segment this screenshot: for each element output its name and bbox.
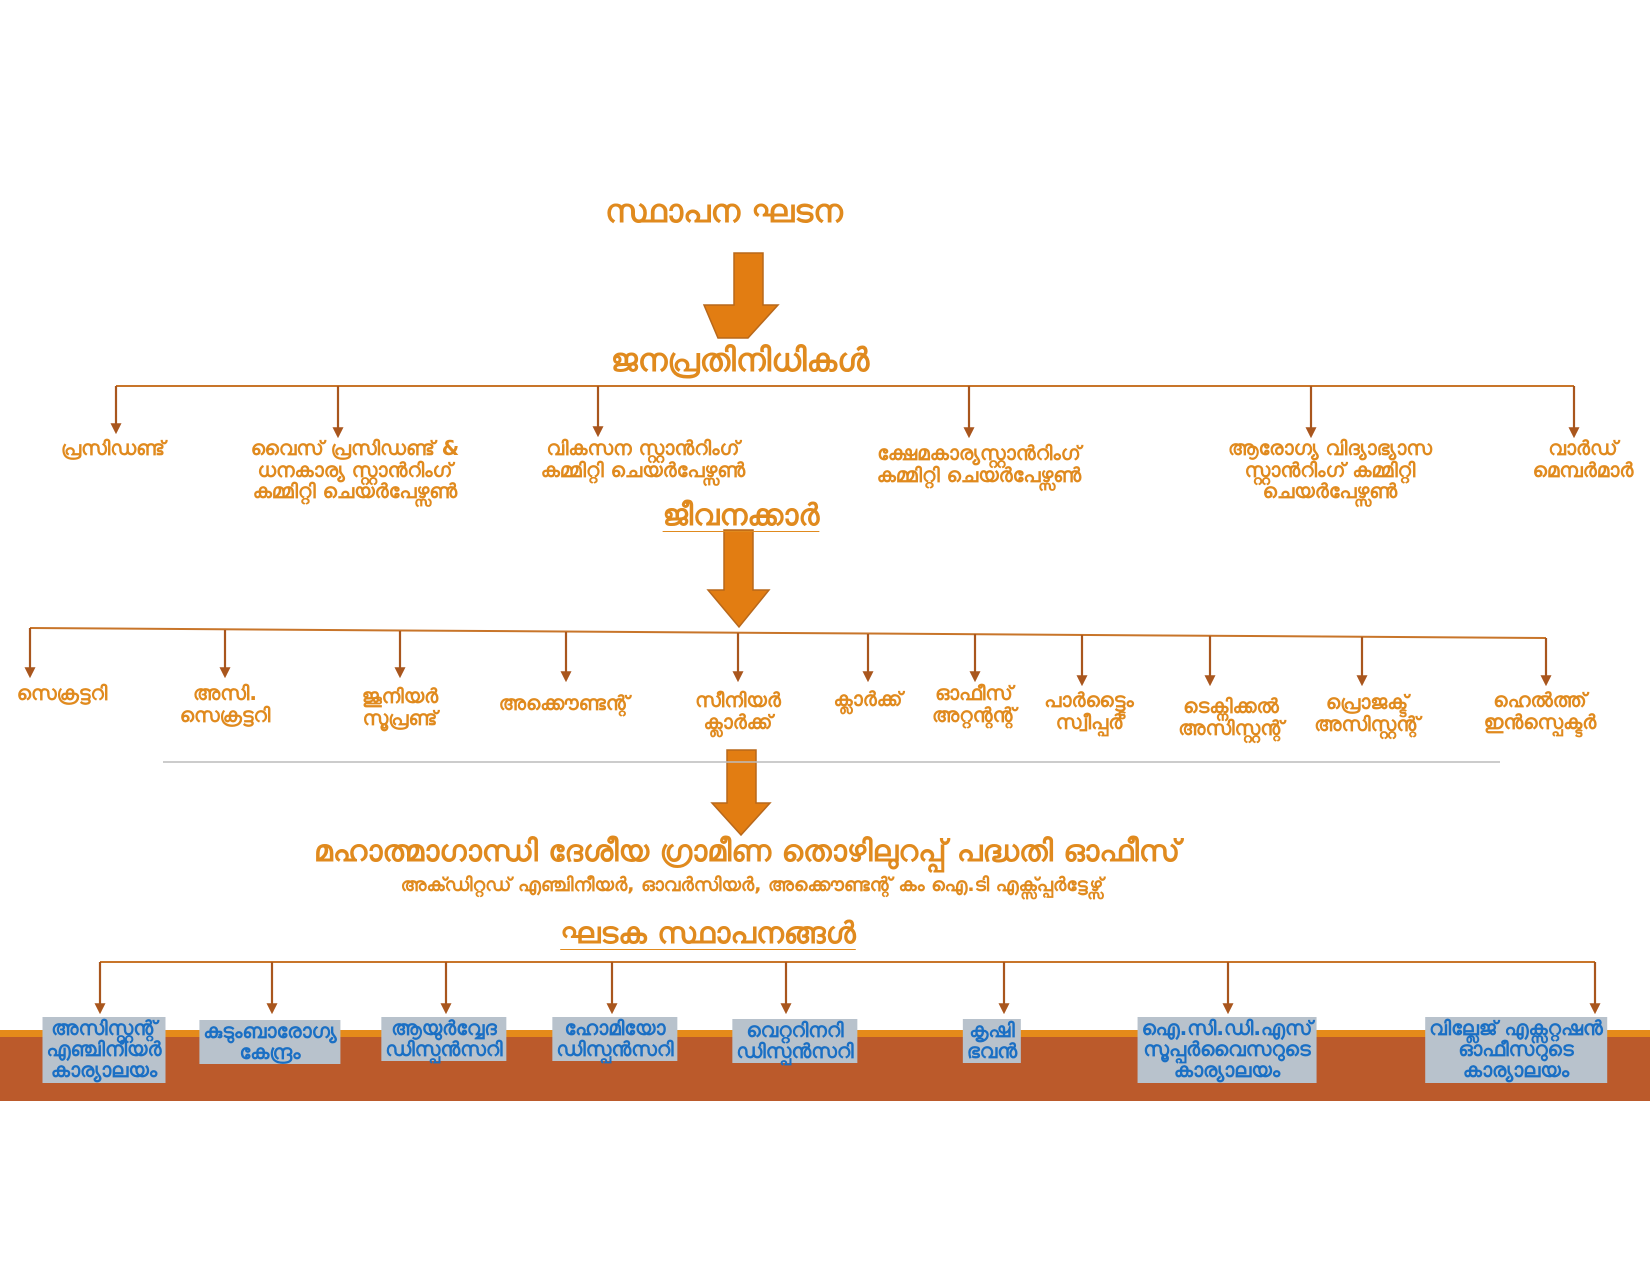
inst-krishi-bhavan: കൃഷി ഭവൻ [962, 1019, 1022, 1064]
staff-connectors [24, 628, 1552, 687]
staff-health-inspector: ഹെൽത്ത് ഇൻസ്പെക്ടർ [1483, 688, 1597, 734]
staff-senior-clerk: സീനിയർ ക്ലാർക്ക് [695, 688, 781, 734]
inst-connectors [94, 962, 1601, 1015]
staff-bus-line [29, 627, 1547, 639]
inst-veterinary-dispensary: വെറ്ററിനറി ഡിസ്പൻസറി [732, 1019, 858, 1064]
rep-president: പ്രസിഡണ്ട് [60, 436, 166, 460]
rep-development-chair: വികസന സ്റ്റാൻറിംഗ് കമ്മിറ്റി ചെയർപേഴ്സൺ [540, 436, 746, 482]
big-arrow-1 [702, 252, 780, 339]
inst-assistant-engineer-office: അസിസ്റ്റന്റ് എഞ്ചിനീയർ കാര്യാലയം [42, 1017, 166, 1083]
staff-technical-assistant: ടെക്നിക്കൽ അസിസ്റ്റന്റ് [1178, 694, 1284, 740]
page-title: സ്ഥാപന ഘടന [605, 192, 843, 230]
inst-ayurveda-dispensary: ആയുർവ്വേദ ഡിസ്പൻസറി [381, 1017, 507, 1062]
reps-connectors [110, 386, 1580, 439]
big-arrow-3 [710, 749, 772, 837]
staff-accountant: അക്കൌണ്ടന്റ് [498, 691, 630, 715]
big-arrow-2 [706, 529, 771, 629]
inst-village-extension-officer-office: വില്ലേജ് എക്സറ്റഷൻ ഓഫീസറുടെ കാര്യാലയം [1425, 1017, 1607, 1083]
representatives-heading: ജനപ്രതിനിധികൾ [610, 341, 870, 379]
staff-office-attendant: ഓഫീസ് അറ്റന്റന്റ് [932, 681, 1016, 727]
institutions-heading: ഘടക സ്ഥാപനങ്ങൾ [560, 916, 856, 951]
staff-heading: ജീവനക്കാർ [662, 498, 820, 533]
inst-homeo-dispensary: ഹോമിയോ ഡിസ്പൻസറി [552, 1017, 678, 1062]
rep-health-education-chair: ആരോഗ്യ വിദ്യാഭ്യാസ സ്റ്റാൻറിംഗ് കമ്മിറ്റ… [1228, 436, 1432, 504]
inst-family-health-centre: കുടുംബാരോഗ്യ കേന്ദ്രം [199, 1020, 341, 1065]
staff-junior-superintendent: ജൂനിയർ സൂപ്രണ്ട് [361, 684, 439, 730]
mgnrega-subheading: അക്ഡിറ്റഡ് എഞ്ചിനീയർ, ഓവർസിയർ, അക്കൌണ്ടന… [400, 874, 1104, 896]
rep-welfare-chair: ക്ഷേമകാര്യസ്റ്റാൻറിംഗ് കമ്മിറ്റി ചെയർപേഴ… [876, 441, 1082, 487]
staff-part-time-sweeper: പാർട്ട്ടൈം സ്വീപ്പർ [1044, 688, 1134, 734]
inst-icds-supervisor-office: ഐ.സി.ഡി.എസ് സൂപ്പർവൈസറുടെ കാര്യാലയം [1137, 1017, 1317, 1083]
staff-clerk: ക്ലാർക്ക് [833, 687, 903, 711]
staff-asst-secretary: അസി. സെക്രട്ടറി [179, 681, 271, 727]
mgnrega-heading: മഹാത്മാഗാന്ധി ദേശീയ ഗ്രാമീണ തൊഴിലുറപ്പ് … [313, 834, 1181, 869]
staff-project-assistant: പ്രൊജക്ട് അസിസ്റ്റന്റ് [1314, 690, 1420, 736]
staff-secretary: സെക്രട്ടറി [16, 681, 108, 705]
rep-ward-members: വാർഡ് മെമ്പർമാർ [1532, 436, 1634, 482]
rep-vice-president: വൈസ് പ്രസിഡണ്ട് & ധനകാര്യ സ്റ്റാൻറിംഗ് ക… [250, 436, 460, 504]
